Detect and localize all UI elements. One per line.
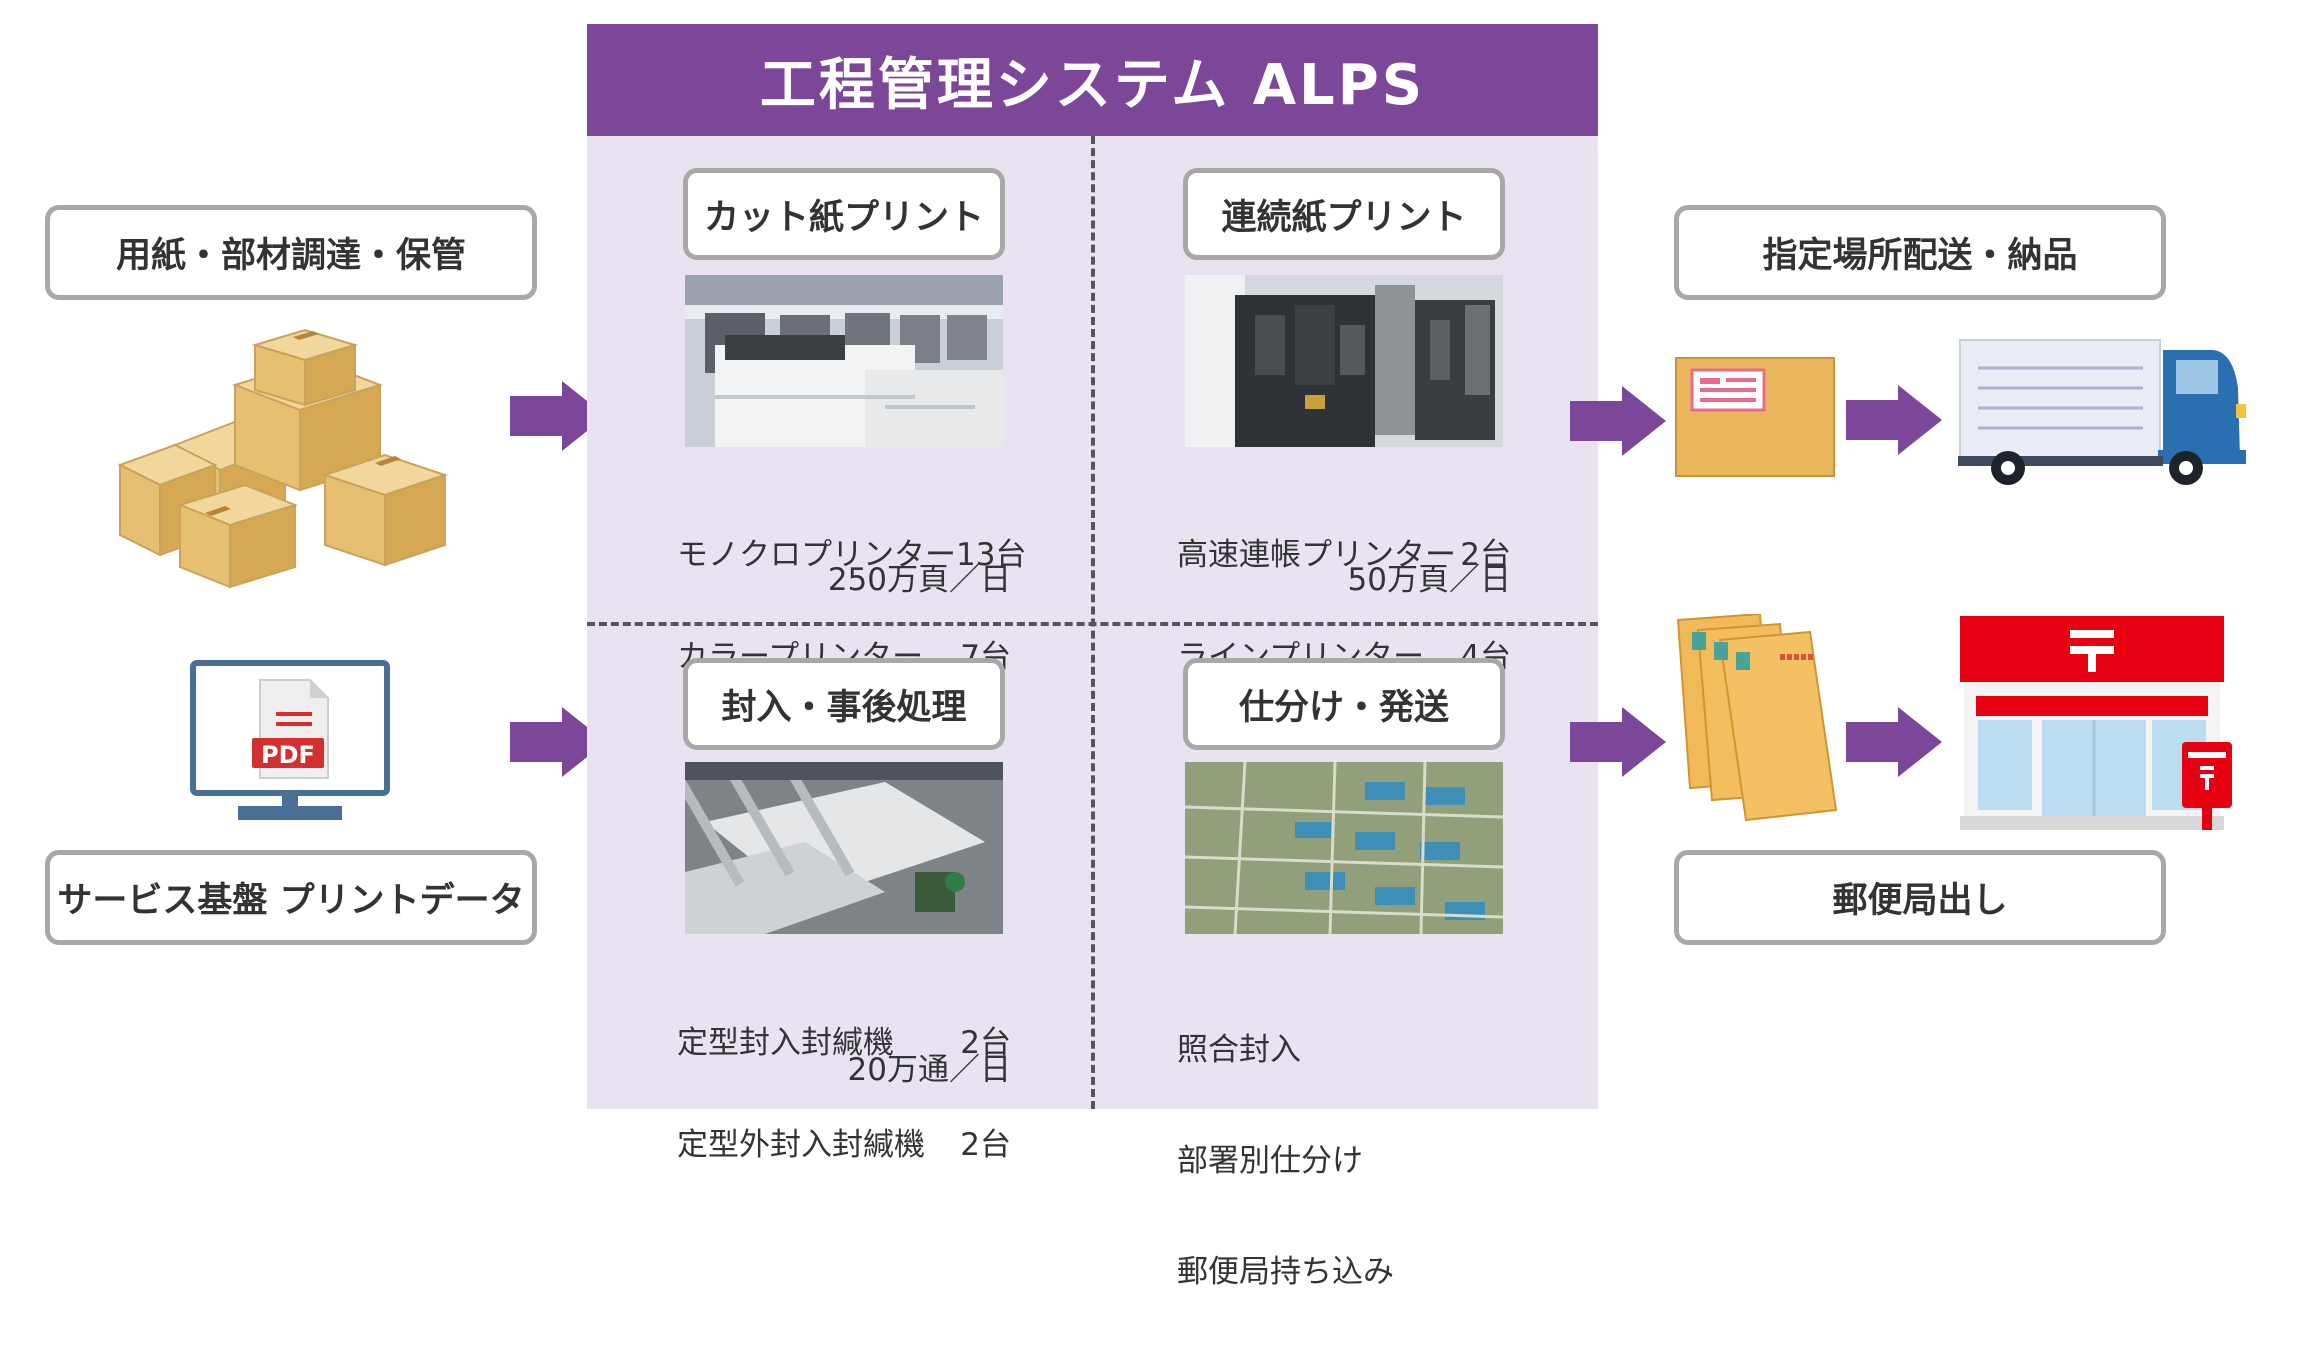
print-data-label: サービス基盤 プリントデータ — [45, 850, 537, 945]
horizontal-divider — [587, 622, 1598, 626]
enclosing-throughput: 20万通／日 — [847, 1052, 1011, 1088]
pdf-file-icon — [252, 679, 329, 779]
spec-name: モノクロプリンター — [677, 537, 956, 573]
monitor-icon — [190, 660, 390, 820]
sorting-item: 部署別仕分け — [1177, 1143, 1363, 1179]
truck-icon — [1958, 339, 2246, 485]
continuous-print-photo — [1185, 275, 1503, 447]
arrow-icon — [510, 707, 606, 777]
post-office-label: 郵便局出し — [1674, 850, 2166, 945]
spec-name: 高速連帳プリンター — [1177, 537, 1456, 573]
arrow-icon — [510, 381, 606, 451]
spec-count: 2台 — [1460, 537, 1511, 573]
cut-print-label: カット紙プリント — [683, 168, 1005, 260]
spec-count: 13台 — [956, 537, 1027, 573]
spec-count: 2台 — [960, 1127, 1011, 1163]
arrow-icon — [1846, 707, 1942, 777]
sorting-items: 照合封入 部署別仕分け 郵便局持ち込み — [1177, 958, 1394, 1365]
arrow-icon — [1570, 707, 1666, 777]
sorting-item: 郵便局持ち込み — [1177, 1254, 1394, 1290]
parcel-icon — [1675, 357, 1835, 477]
sorting-label: 仕分け・発送 — [1183, 658, 1505, 750]
enclosing-specs: 定型封入封緘機 2台 定型外封入封緘機 2台 — [677, 958, 1011, 1230]
arrow-icon — [1846, 385, 1942, 455]
sorting-item: 照合封入 — [1177, 1032, 1301, 1068]
spec-name: 定型封入封緘機 — [677, 1025, 894, 1061]
arrow-icon — [1570, 386, 1666, 456]
cut-print-throughput: 250万頁／日 — [827, 562, 1011, 598]
continuous-print-throughput: 50万頁／日 — [1347, 562, 1511, 598]
cut-print-photo — [685, 275, 1003, 447]
boxes-icon — [117, 328, 449, 589]
procurement-label: 用紙・部材調達・保管 — [45, 205, 537, 300]
post-office-icon — [1960, 616, 2232, 830]
enclosing-label: 封入・事後処理 — [683, 658, 1005, 750]
envelopes-icon — [1676, 614, 1838, 822]
sorting-photo — [1185, 762, 1503, 934]
alps-title: 工程管理システム ALPS — [587, 24, 1598, 136]
spec-name: 定型外封入封緘機 — [677, 1127, 925, 1163]
pdf-badge-text: PDF — [261, 741, 315, 769]
delivery-label: 指定場所配送・納品 — [1674, 205, 2166, 300]
continuous-print-label: 連続紙プリント — [1183, 168, 1505, 260]
spec-count: 2台 — [960, 1025, 1011, 1061]
enclosing-photo — [685, 762, 1003, 934]
